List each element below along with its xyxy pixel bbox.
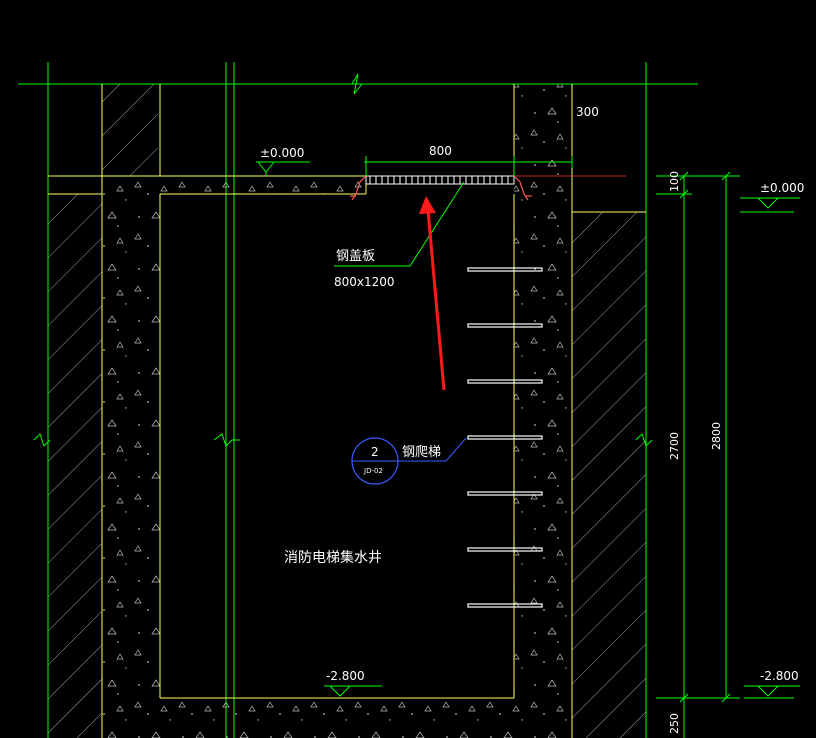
red-arrow-annotation	[419, 196, 446, 391]
elevation-bottom-left: -2.800	[326, 669, 365, 683]
dimension-250: 250	[668, 713, 681, 734]
dimension-2700: 2700	[668, 432, 681, 460]
grid-lines	[18, 62, 698, 738]
concrete-walls	[102, 84, 572, 738]
pit-outline	[48, 84, 646, 738]
elevation-marker-bottom-right	[744, 685, 800, 699]
ladder-rungs	[467, 267, 543, 608]
top-dimension-300: 300	[576, 105, 599, 119]
opening-width-label: 800	[429, 144, 452, 158]
ladder-name: 钢爬梯	[402, 445, 441, 460]
vertical-dimensions	[656, 171, 740, 738]
cover-plate-size: 800x1200	[334, 275, 395, 289]
soil-hatch	[48, 84, 646, 738]
cover-plate-name: 钢盖板	[336, 249, 375, 264]
callout-reference: JD-02	[363, 467, 383, 475]
elevation-marker-top-right	[740, 197, 800, 213]
elevation-top-left: ±0.000	[260, 146, 304, 160]
elevation-marker-bottom-left	[324, 685, 382, 697]
elevation-marker-top-left	[256, 161, 310, 176]
dimension-100: 100	[668, 171, 681, 192]
elevation-top-right: ±0.000	[760, 181, 804, 195]
detail-callout	[351, 437, 467, 485]
elevation-bottom-right: -2.800	[760, 669, 799, 683]
callout-number: 2	[371, 445, 379, 459]
dimension-2800: 2800	[710, 422, 723, 450]
cover-leader	[334, 181, 465, 267]
opening-dimension	[364, 156, 573, 176]
pit-name: 消防电梯集水井	[284, 549, 382, 566]
steel-grate-cover	[350, 175, 626, 201]
